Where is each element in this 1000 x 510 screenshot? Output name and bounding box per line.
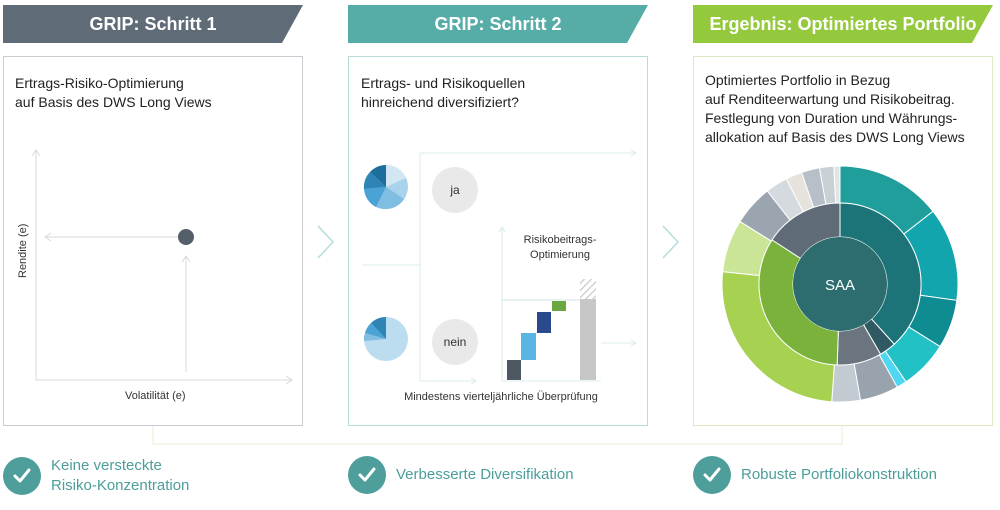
result-title: Ergebnis: Optimiertes Portfolio — [709, 13, 977, 34]
donut-center-label: SAA — [825, 277, 855, 294]
feedback-loop-line — [152, 426, 843, 445]
x-axis-label: Volatilität (e) — [125, 390, 186, 402]
checkmark-icon — [693, 456, 731, 494]
risk-return-chart: Rendite (e) Volatilität (e) — [17, 149, 293, 402]
step2-title: GRIP: Schritt 2 — [434, 13, 562, 34]
step1-banner: GRIP: Schritt 1 — [3, 5, 303, 43]
chevron-right-icon — [317, 225, 335, 259]
step1-line-2: auf Basis des DWS Long Views — [15, 94, 212, 110]
benefit-1-label: Keine versteckte Risiko-Konzentration — [51, 456, 189, 496]
risk-contribution-waterfall: Risikobeitrags- Optimierung — [498, 226, 601, 382]
pie-chart-icon — [363, 317, 408, 361]
result-line-4: allokation auf Basis des DWS Long Views — [705, 129, 965, 145]
benefit-1: Keine versteckte Risiko-Konzentration — [3, 456, 189, 496]
yes-label: ja — [449, 183, 460, 197]
result-line-3: Festlegung von Duration und Währungs- — [705, 110, 958, 126]
step2-banner: GRIP: Schritt 2 — [348, 5, 648, 43]
result-description: Optimiertes Portfolio in Bezug auf Rendi… — [705, 71, 965, 147]
step2-line-1: Ertrags- und Risikoquellen — [361, 75, 526, 91]
portfolio-point — [178, 229, 194, 245]
result-line-2: auf Renditeerwartung und Risikobeitrag. — [705, 91, 955, 107]
chevron-right-icon — [662, 225, 680, 259]
no-bubble — [432, 319, 478, 365]
yes-bubble — [432, 167, 478, 213]
waterfall-bar — [507, 360, 521, 380]
portfolio-donut — [721, 165, 959, 403]
benefit-2-label: Verbesserte Diversifikation — [396, 465, 574, 485]
step1-line-1: Ertrags-Risiko-Optimierung — [15, 75, 184, 91]
waterfall-bar — [521, 333, 536, 360]
review-label: Mindestens vierteljährliche Überprüfung — [404, 391, 598, 403]
benefit-1-line-1: Keine versteckte — [51, 457, 162, 474]
optimization-title-1: Risikobeitrags- — [524, 234, 597, 246]
benefit-3-line-1: Robuste Portfoliokonstruktion — [741, 466, 937, 483]
checkmark-icon — [348, 456, 386, 494]
step2-description: Ertrags- und Risikoquellen hinreichend d… — [361, 74, 525, 112]
benefit-3: Robuste Portfoliokonstruktion — [693, 456, 937, 494]
step2-panel: Ertrags- und Risikoquellen hinreichend d… — [348, 56, 648, 426]
waterfall-total-bar — [580, 299, 596, 380]
waterfall-bar — [552, 301, 566, 311]
waterfall-bar — [537, 312, 551, 333]
step2-line-2: hinreichend diversifiziert? — [361, 94, 519, 110]
benefit-2: Verbesserte Diversifikation — [348, 456, 574, 494]
checkmark-icon — [3, 457, 41, 495]
result-banner: Ergebnis: Optimiertes Portfolio — [693, 5, 993, 43]
y-axis-label: Rendite (e) — [17, 224, 29, 278]
benefit-1-line-2: Risiko-Konzentration — [51, 477, 190, 494]
step1-panel: Ertrags-Risiko-Optimierung auf Basis des… — [3, 56, 303, 426]
result-line-1: Optimiertes Portfolio in Bezug — [705, 72, 891, 88]
pie-chart-icon — [363, 165, 408, 210]
decision-flow: ja nein Risikobeitrags- Optimierung Mind… — [363, 149, 637, 403]
donut-center — [793, 237, 887, 331]
no-label: nein — [444, 335, 467, 349]
step1-title: GRIP: Schritt 1 — [89, 13, 217, 34]
result-panel: Optimiertes Portfolio in Bezug auf Rendi… — [693, 56, 993, 426]
benefit-2-line-1: Verbesserte Diversifikation — [396, 466, 574, 483]
optimization-title-2: Optimierung — [530, 249, 590, 261]
step1-description: Ertrags-Risiko-Optimierung auf Basis des… — [15, 74, 212, 112]
waterfall-hatch — [580, 279, 596, 299]
benefit-3-label: Robuste Portfoliokonstruktion — [741, 465, 937, 485]
